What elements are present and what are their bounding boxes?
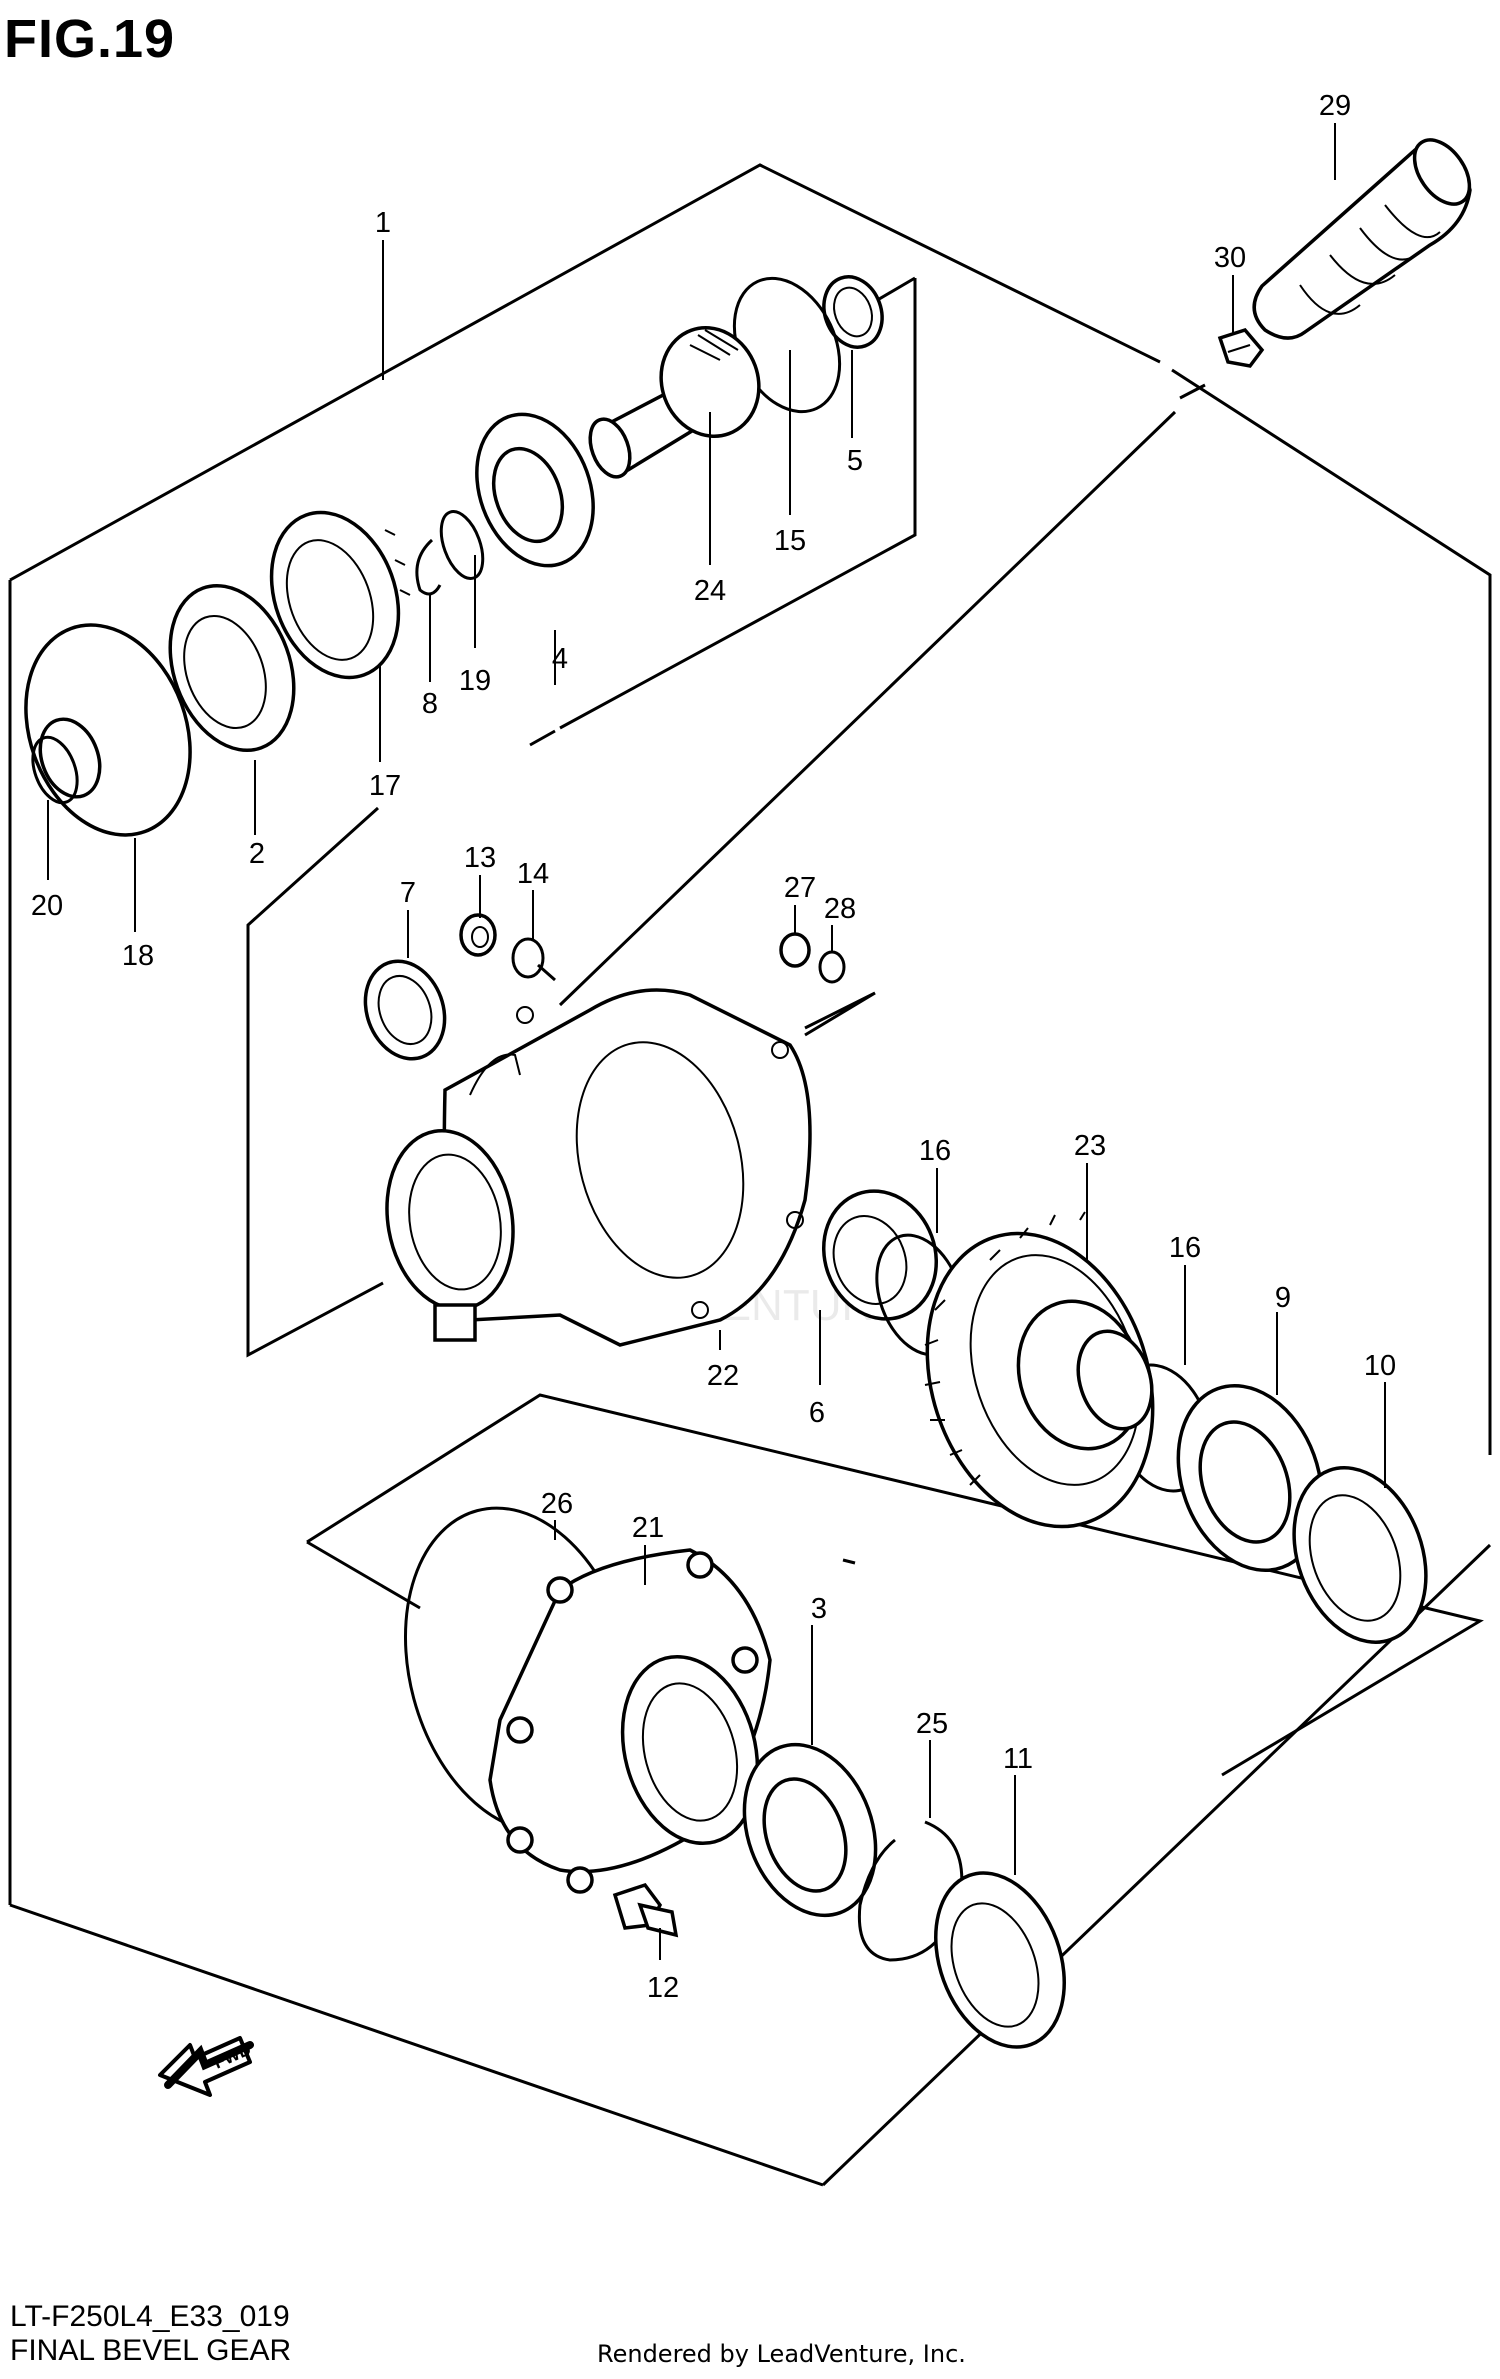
callout-20: 20 <box>31 890 63 922</box>
ball-bearing-4 <box>475 412 595 568</box>
callout-17: 17 <box>369 770 401 802</box>
callout-30: 30 <box>1214 242 1246 274</box>
callout-labels: 1 2 3 4 5 6 7 8 9 10 11 12 13 14 15 16 1… <box>31 90 1396 2004</box>
oil-seal-2 <box>168 583 296 753</box>
callout-14: 14 <box>517 858 549 890</box>
callout-8: 8 <box>422 688 438 720</box>
callout-3: 3 <box>811 1593 827 1625</box>
rubber-boot <box>1252 138 1472 340</box>
coupling-flange-18 <box>24 623 192 837</box>
callout-28: 28 <box>824 893 856 925</box>
oil-seal-10 <box>1292 1466 1428 1644</box>
assembly-outline <box>1171 368 1492 1455</box>
circlip-8 <box>415 538 442 596</box>
callout-22: 22 <box>707 1360 739 1392</box>
callout-5: 5 <box>847 445 863 477</box>
pinion-group-outline <box>559 278 917 730</box>
callout-12: 12 <box>647 1972 679 2004</box>
plug-13 <box>459 913 497 957</box>
callout-10: 10 <box>1364 1350 1396 1382</box>
washer-28 <box>818 950 846 984</box>
callout-19: 19 <box>459 665 491 697</box>
circlip-25 <box>857 1820 964 1962</box>
callout-16b: 16 <box>1169 1232 1201 1264</box>
roller-bearing-17 <box>269 510 411 680</box>
rendered-by-credit: Rendered by LeadVenture, Inc. <box>597 2340 966 2368</box>
final-driven-bevel-gear <box>924 1211 1155 1529</box>
final-gear-case-22 <box>385 988 812 1347</box>
diagram-name: FINAL BEVEL GEAR <box>10 2334 292 2367</box>
callout-4: 4 <box>552 643 568 675</box>
callout-27: 27 <box>784 872 816 904</box>
fwd-arrow-icon: FWD <box>158 2036 254 2097</box>
callout-7: 7 <box>400 877 416 909</box>
spline-20 <box>31 735 79 805</box>
needle-bearing-5 <box>822 275 884 349</box>
drive-bevel-pinion <box>588 326 761 479</box>
shim-19 <box>439 510 485 580</box>
callout-25: 25 <box>916 1708 948 1740</box>
housing-group-outline <box>246 806 384 1358</box>
assembly-outline-left <box>9 163 1161 582</box>
gasket-14 <box>511 937 545 979</box>
oil-seal-7 <box>363 959 447 1061</box>
bolt-12 <box>612 1882 679 1938</box>
callout-1: 1 <box>375 207 391 239</box>
callout-16a: 16 <box>919 1135 951 1167</box>
oil-seal-11 <box>934 1871 1066 2049</box>
callout-2: 2 <box>249 838 265 870</box>
bolt-27 <box>779 932 811 968</box>
boot-clamp <box>1217 327 1265 368</box>
callout-15: 15 <box>774 525 806 557</box>
callout-13: 13 <box>464 842 496 874</box>
callout-24: 24 <box>694 575 726 607</box>
figure-title: FIG.19 <box>4 9 176 69</box>
callout-11: 11 <box>1003 1743 1033 1775</box>
callout-21: 21 <box>632 1512 664 1544</box>
callout-29: 29 <box>1319 90 1351 122</box>
callout-9: 9 <box>1275 1282 1291 1314</box>
callout-23: 23 <box>1074 1130 1106 1162</box>
callout-18: 18 <box>122 940 154 972</box>
ball-bearing-9 <box>1176 1383 1324 1573</box>
ball-bearing-3 <box>742 1742 878 1918</box>
gear-case-cover-21 <box>488 1548 772 1894</box>
diagram-code: LT-F250L4_E33_019 <box>10 2300 290 2333</box>
callout-26: 26 <box>541 1488 573 1520</box>
callout-6: 6 <box>809 1397 825 1429</box>
leader-lines <box>47 123 1386 1960</box>
